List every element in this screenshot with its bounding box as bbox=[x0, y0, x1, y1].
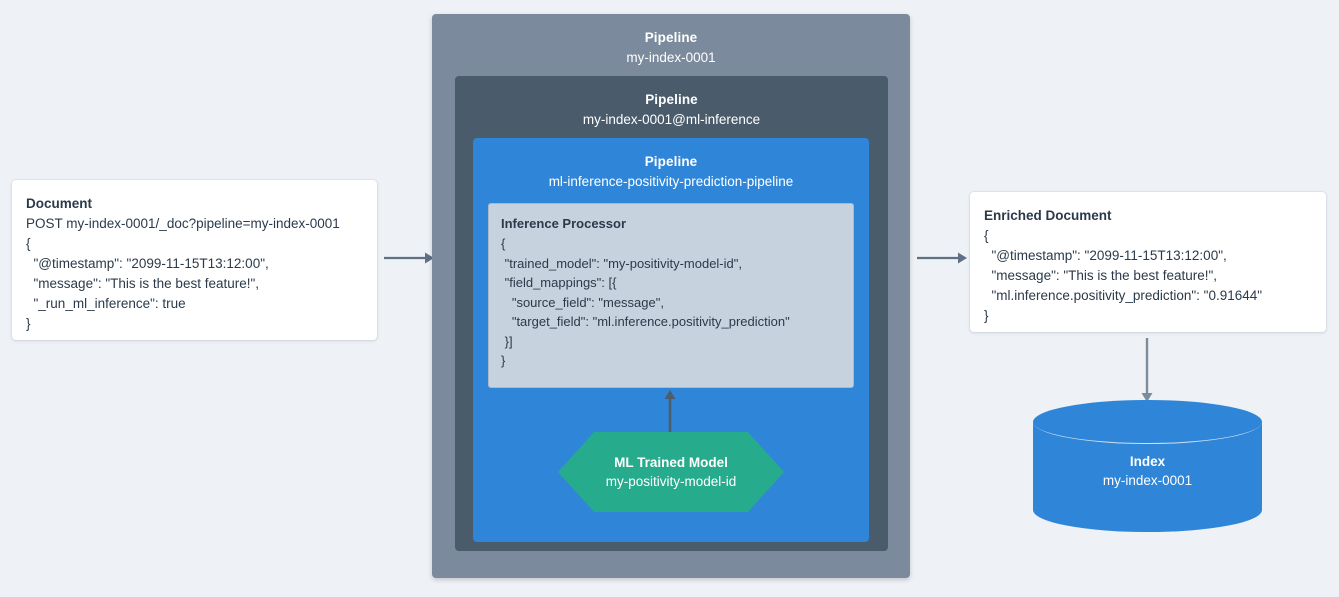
inference-processor-box: Inference Processor { "trained_model": "… bbox=[488, 203, 854, 388]
enriched-document-card: Enriched Document { "@timestamp": "2099-… bbox=[970, 192, 1326, 332]
enriched-document-line: { bbox=[984, 228, 989, 243]
document-line: } bbox=[26, 316, 31, 331]
pipeline-to-enriched-document-arrow bbox=[917, 248, 967, 268]
inference-processor-line: "source_field": "message", bbox=[501, 294, 664, 310]
document-to-pipeline-arrow bbox=[384, 248, 434, 268]
document-card: Document POST my-index-0001/_doc?pipelin… bbox=[12, 180, 377, 340]
enriched-document-line: "@timestamp": "2099-11-15T13:12:00", bbox=[984, 248, 1227, 263]
pipeline-outer-name: my-index-0001 bbox=[626, 50, 716, 65]
pipeline-middle-kind: Pipeline bbox=[645, 92, 698, 107]
ml-trained-model-kind: ML Trained Model bbox=[614, 454, 728, 470]
inference-processor-line: { bbox=[501, 236, 506, 251]
document-line: "message": "This is the best feature!", bbox=[26, 276, 260, 291]
index-kind: Index bbox=[1129, 453, 1166, 469]
enriched-document-line: "message": "This is the best feature!", bbox=[984, 268, 1218, 283]
index-name: my-index-0001 bbox=[1102, 472, 1193, 488]
enriched-document-line: } bbox=[984, 308, 989, 323]
document-line: "@timestamp": "2099-11-15T13:12:00", bbox=[26, 256, 269, 271]
pipeline-outer-header: Pipeline my-index-0001 bbox=[432, 14, 910, 68]
document-title: Document bbox=[26, 196, 93, 211]
ml-trained-model-hexagon: ML Trained Model my-positivity-model-id bbox=[558, 432, 784, 512]
document-line: "_run_ml_inference": true bbox=[26, 296, 186, 311]
index-cylinder: Index my-index-0001 bbox=[1033, 400, 1262, 532]
document-line: POST my-index-0001/_doc?pipeline=my-inde… bbox=[26, 216, 340, 231]
model-to-processor-arrow bbox=[660, 390, 680, 436]
ml-trained-model-name: my-positivity-model-id bbox=[605, 473, 737, 489]
cylinder-top-ellipse bbox=[1033, 400, 1262, 444]
inference-processor-line: "field_mappings": [{ bbox=[501, 275, 617, 290]
pipeline-middle-header: Pipeline my-index-0001@ml-inference bbox=[455, 76, 888, 130]
pipeline-inner-name: ml-inference-positivity-prediction-pipel… bbox=[548, 174, 794, 189]
inference-processor-line: }] bbox=[501, 333, 513, 349]
enriched-document-line: "ml.inference.positivity_prediction": "0… bbox=[984, 288, 1263, 303]
pipeline-middle-name: my-index-0001@ml-inference bbox=[582, 112, 761, 127]
pipeline-inner-kind: Pipeline bbox=[644, 154, 698, 169]
inference-processor-line: } bbox=[501, 353, 506, 368]
enriched-document-title: Enriched Document bbox=[984, 208, 1112, 223]
inference-processor-line: "trained_model": "my-positivity-model-id… bbox=[501, 255, 742, 271]
document-line: { bbox=[26, 236, 31, 251]
index-label: Index my-index-0001 bbox=[1033, 400, 1262, 532]
pipeline-outer-kind: Pipeline bbox=[644, 30, 698, 45]
pipeline-inner-header: Pipeline ml-inference-positivity-predict… bbox=[473, 138, 869, 192]
inference-processor-line: "target_field": "ml.inference.positivity… bbox=[501, 314, 790, 329]
enriched-document-to-index-arrow bbox=[1137, 338, 1157, 402]
cylinder-bottom-ellipse bbox=[1033, 488, 1262, 532]
inference-processor-title: Inference Processor bbox=[501, 216, 627, 231]
